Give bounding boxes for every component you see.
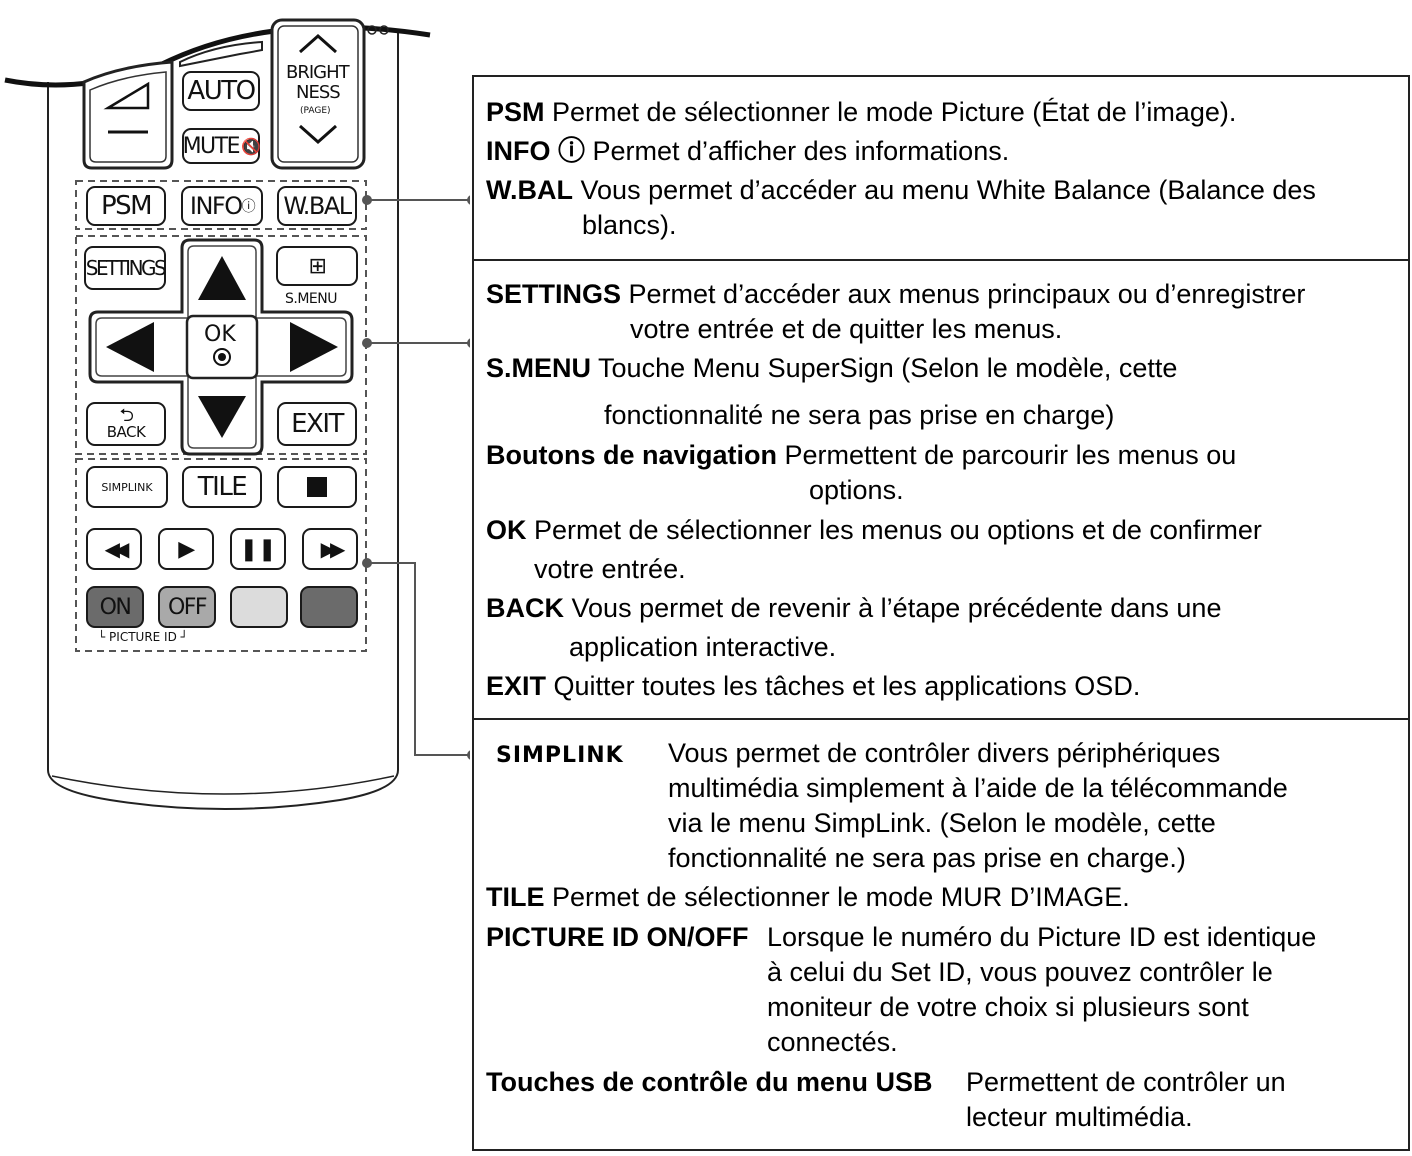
picture-id-on-button[interactable]: ON	[86, 586, 144, 628]
ok-key	[185, 314, 259, 380]
settings-desc-cont: votre entrée et de quitter les menus.	[630, 314, 1063, 344]
arrow-up-icon	[198, 256, 246, 300]
fast-forward-button[interactable]: ▶▶	[302, 528, 358, 570]
dark-key-button[interactable]	[300, 586, 358, 628]
stop-button[interactable]	[277, 466, 357, 508]
remote-outline	[4, 18, 470, 810]
simplink-line-3: via le menu SimpLink. (Selon le modèle, …	[668, 808, 1216, 838]
play-button[interactable]: ▶	[158, 528, 214, 570]
volume-up-icon	[103, 81, 150, 110]
brightness-up-icon	[299, 33, 337, 54]
mute-button[interactable]: MUTE🔇	[182, 128, 261, 164]
ok-desc: OK Permet de sélectionner les menus ou o…	[486, 515, 1262, 545]
pause-button[interactable]: ❚❚	[230, 528, 286, 570]
settings-desc: SETTINGS Permet d’accéder aux menus prin…	[486, 279, 1306, 309]
exit-desc: EXIT Quitter toutes les tâches et les ap…	[486, 671, 1141, 701]
wbal-button[interactable]: W.BAL	[277, 186, 357, 226]
stop-icon	[307, 477, 327, 497]
tile-button[interactable]: TILE	[182, 466, 262, 508]
smenu-button[interactable]: ⊞	[276, 246, 358, 286]
back-desc-cont: application interactive.	[569, 632, 837, 662]
play-icon: ▶	[178, 536, 195, 562]
fast-forward-icon: ▶▶	[320, 537, 346, 561]
simplink-line-2: multimédia simplement à l’aide de la tél…	[668, 773, 1288, 803]
exit-button[interactable]: EXIT	[277, 402, 357, 446]
navigation-desc: Boutons de navigation Permettent de parc…	[486, 440, 1237, 470]
usb-desc: Touches de contrôle du menu USB	[486, 1067, 933, 1097]
simplink-button[interactable]: SIMPLINK	[86, 466, 168, 508]
picture-id-line-3: moniteur de votre choix si plusieurs son…	[767, 992, 1249, 1022]
simplink-logo: SIMPLINK	[496, 743, 624, 768]
usb-line-1: Permettent de contrôler un	[966, 1067, 1286, 1097]
mute-icon: 🔇	[241, 136, 261, 156]
info-label: INFO	[189, 192, 243, 220]
group-psm-box	[75, 180, 367, 230]
smenu-label: S.MENU	[285, 291, 337, 307]
picture-id-off-button[interactable]: OFF	[158, 586, 216, 628]
simplink-line-1: Vous permet de contrôler divers périphér…	[668, 738, 1221, 768]
section-nav: SETTINGS Permet d’accéder aux menus prin…	[474, 261, 1408, 720]
smenu-desc-cont: fonctionnalité ne sera pas prise en char…	[604, 400, 1115, 430]
brightness-rocker	[270, 18, 366, 170]
info-desc: INFO ⓘ Permet d’afficher des information…	[486, 136, 1010, 166]
back-label: BACK	[106, 423, 146, 441]
tile-desc: TILE Permet de sélectionner le mode MUR …	[486, 882, 1130, 912]
ok-desc-cont: votre entrée.	[534, 554, 686, 584]
section-psm: PSM Permet de sélectionner le mode Pictu…	[474, 77, 1408, 261]
wbal-desc: W.BAL Vous permet d’accéder au menu Whit…	[486, 175, 1316, 205]
group-media-box	[75, 458, 367, 652]
pause-icon: ❚❚	[239, 536, 277, 562]
brightness-down-icon	[299, 124, 337, 145]
arrow-left-icon	[106, 322, 154, 372]
picture-id-line-4: connectés.	[767, 1027, 898, 1057]
simplink-line-4: fonctionnalité ne sera pas prise en char…	[668, 843, 1186, 873]
psm-desc: PSM Permet de sélectionner le mode Pictu…	[486, 97, 1237, 127]
arrow-down-icon	[198, 396, 246, 438]
section-media: SIMPLINK Vous permet de contrôler divers…	[474, 720, 1408, 1149]
info-icon: ⓘ	[241, 199, 256, 215]
picture-id-line-1: Lorsque le numéro du Picture ID est iden…	[767, 922, 1317, 952]
mute-label: MUTE	[182, 133, 241, 159]
arrow-right-icon	[290, 322, 338, 372]
simplink-desc: SIMPLINK	[496, 736, 1398, 773]
back-icon: ⮌	[119, 405, 134, 426]
auto-button[interactable]: AUTO	[182, 71, 260, 111]
light-key-button[interactable]	[230, 586, 288, 628]
description-panel: PSM Permet de sélectionner le mode Pictu…	[472, 75, 1410, 1151]
picture-id-desc: PICTURE ID ON/OFF	[486, 922, 749, 952]
brightness-label-2: NESS	[296, 82, 341, 103]
smenu-desc: S.MENU Touche Menu SuperSign (Selon le m…	[486, 353, 1178, 383]
picture-id-line-2: à celui du Set ID, vous pouvez contrôler…	[767, 957, 1273, 987]
psm-button[interactable]: PSM	[86, 186, 166, 226]
smenu-icon: ⊞	[308, 253, 327, 279]
navigation-desc-cont: options.	[809, 475, 904, 505]
rewind-icon: ◀◀	[104, 537, 130, 561]
ok-label: OK	[204, 322, 236, 347]
picture-id-caption: └ PICTURE ID ┘	[98, 630, 188, 644]
settings-button[interactable]: SETTINGS	[84, 246, 167, 290]
back-desc: BACK Vous permet de revenir à l’étape pr…	[486, 593, 1222, 623]
brightness-label-1: BRIGHT	[286, 62, 350, 83]
usb-line-2: lecteur multimédia.	[966, 1102, 1193, 1132]
volume-rocker	[82, 60, 174, 170]
brightness-label-3: (PAGE)	[300, 106, 331, 116]
back-button[interactable]: ⮌ BACK	[86, 402, 166, 446]
rewind-button[interactable]: ◀◀	[86, 528, 142, 570]
wbal-desc-cont: blancs).	[582, 210, 677, 240]
